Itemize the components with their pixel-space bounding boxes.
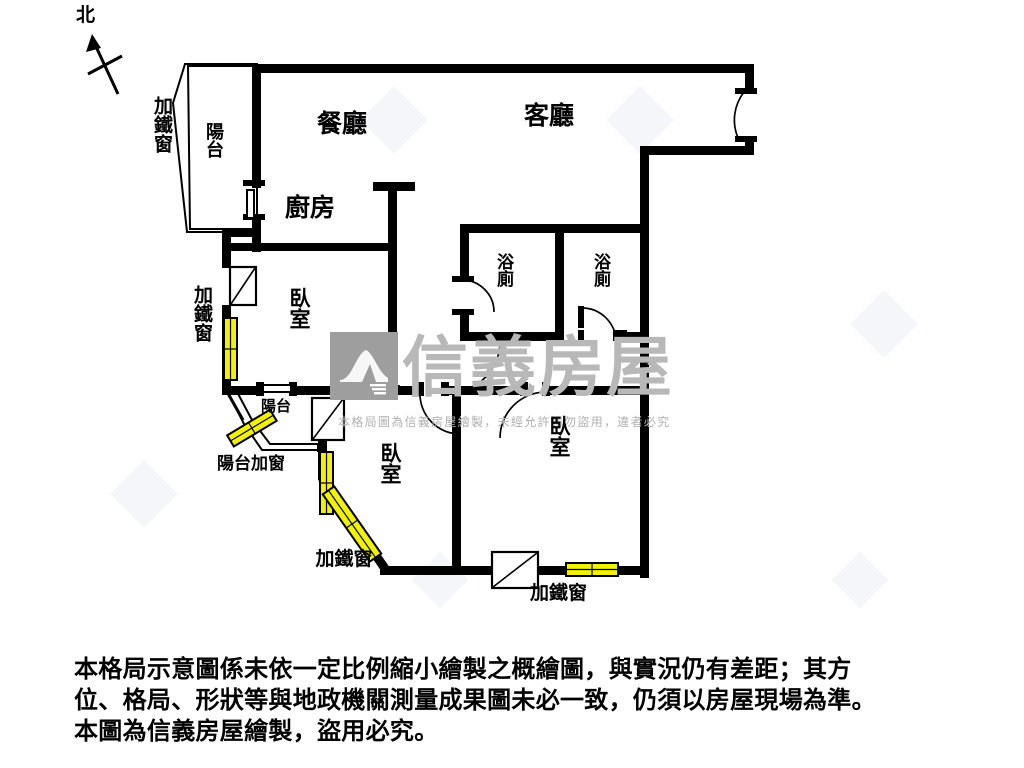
label-iron-window-bottomleft: 加鐵窗	[314, 550, 374, 569]
label-balcony-top: 陽台	[204, 122, 224, 158]
label-bedroom-1: 臥室	[287, 287, 311, 329]
casement-window-icon	[490, 550, 540, 590]
label-dining-room: 餐廳	[317, 111, 368, 138]
label-iron-window-topleft: 加鐵窗	[151, 96, 172, 153]
window-symbols	[228, 265, 540, 590]
label-iron-window-bottomright: 加鐵窗	[530, 583, 588, 604]
disclaimer: 本格局示意圖係未依一定比例縮小繪製之概繪圖，與實況仍有差距；其方 位、格局、形狀…	[74, 655, 964, 748]
label-bedroom-3: 臥室	[547, 415, 571, 457]
iron-window-bar	[223, 317, 238, 381]
north-arrow-icon	[86, 34, 123, 95]
hall-door-arc	[449, 341, 501, 393]
label-iron-window-midleft: 加鐵窗	[191, 285, 212, 342]
iron-window-bar	[565, 562, 619, 577]
bath2-door-arc	[581, 307, 617, 343]
balcony-mid-outline	[227, 389, 319, 452]
iron-window-bar	[225, 408, 279, 448]
iron-window-bottomleft-text: 加鐵窗	[315, 549, 373, 570]
disclaimer-line-1: 本格局示意圖係未依一定比例縮小繪製之概繪圖，與實況仍有差距；其方	[74, 657, 852, 683]
bath1-door-arc	[461, 279, 495, 313]
north-label: 北	[76, 5, 96, 26]
corridor-opening	[262, 384, 292, 393]
label-kitchen: 廚房	[285, 195, 336, 222]
label-balcony-added-window: 陽台加窗	[217, 454, 285, 473]
entry-door-arc	[733, 91, 745, 139]
label-balcony-mid: 陽台	[261, 399, 292, 415]
disclaimer-line-2: 位、格局、形狀等與地政機關測量成果圖未必一致，仍須以房屋現場為準。	[74, 688, 876, 714]
casement-window-icon	[228, 265, 258, 307]
living-room-text: 客廳	[524, 103, 575, 130]
label-bedroom-2: 臥室	[378, 442, 402, 484]
disclaimer-line-3: 本圖為信義房屋繪製，盜用必究。	[74, 719, 439, 745]
label-living-room: 客廳	[524, 104, 574, 130]
casement-window-icon	[310, 396, 346, 442]
label-bathroom-2: 浴廁	[591, 253, 610, 287]
label-bathroom-1: 浴廁	[494, 253, 513, 287]
bedroom2-door-arc	[419, 393, 461, 435]
watermark-notice: 本格局圖為信義房屋繪製，未經允許請勿盜用，違者必究	[338, 415, 671, 429]
iron-grille-windows	[223, 317, 619, 577]
balcony-sliding-door	[246, 189, 255, 219]
iron-window-bar	[321, 485, 383, 563]
bedroom3-door-arc	[499, 391, 547, 439]
